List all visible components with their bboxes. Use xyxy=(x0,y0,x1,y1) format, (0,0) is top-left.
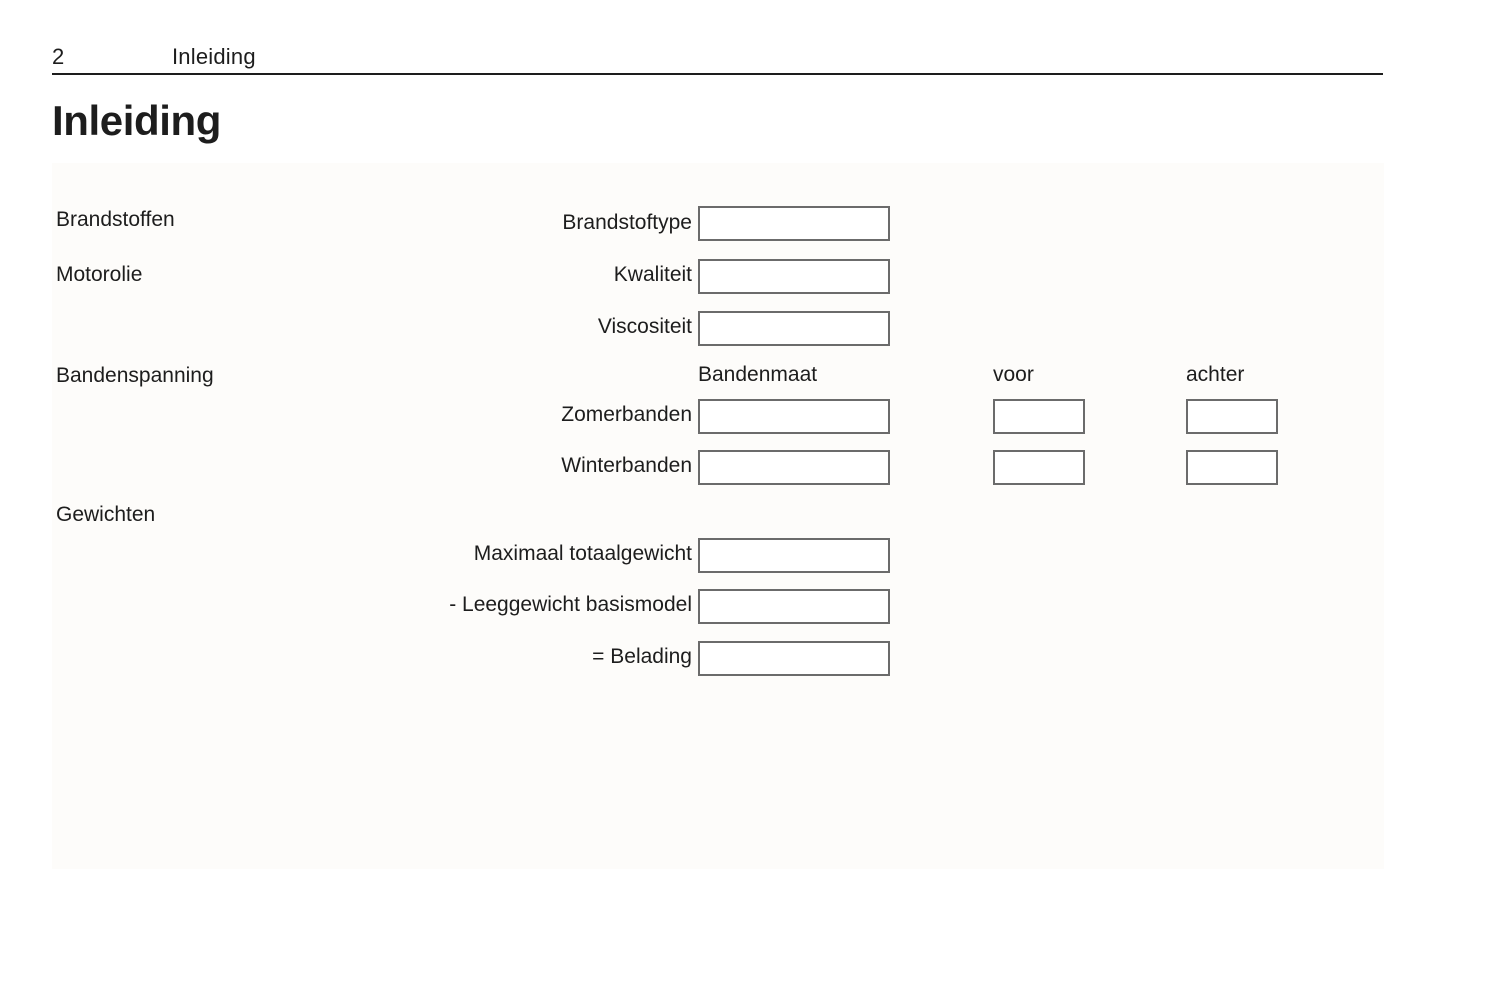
page-title: Inleiding xyxy=(52,97,222,144)
input-quality[interactable] xyxy=(698,259,890,294)
header-divider xyxy=(52,73,1383,75)
section-label-tyre-pressure: Bandenspanning xyxy=(56,364,214,387)
column-header-tyre-size: Bandenmaat xyxy=(698,363,818,386)
field-label-quality: Kwaliteit xyxy=(613,263,692,286)
page-number: 2 xyxy=(52,44,65,69)
input-winter-front-pressure[interactable] xyxy=(993,450,1085,485)
header-chapter-name: Inleiding xyxy=(172,44,256,69)
input-viscosity[interactable] xyxy=(698,311,890,346)
field-label-winter-tyres: Winterbanden xyxy=(561,454,692,477)
input-payload[interactable] xyxy=(698,641,890,676)
section-label-weights: Gewichten xyxy=(56,503,156,526)
input-summer-rear-pressure[interactable] xyxy=(1186,399,1278,434)
column-header-front: voor xyxy=(993,363,1034,386)
input-kerb-weight-base-model[interactable] xyxy=(698,589,890,624)
input-summer-front-pressure[interactable] xyxy=(993,399,1085,434)
section-label-fuels: Brandstoffen xyxy=(56,208,175,231)
field-label-summer-tyres: Zomerbanden xyxy=(561,403,692,426)
field-label-kerb-weight-base-model: - Leeggewicht basismodel xyxy=(449,593,692,616)
input-winter-rear-pressure[interactable] xyxy=(1186,450,1278,485)
field-label-fuel-type: Brandstoftype xyxy=(562,211,692,234)
field-label-max-total-weight: Maximaal totaalgewicht xyxy=(473,542,692,565)
form-panel: Brandstoffen Brandstoftype Motorolie Kwa… xyxy=(52,163,1384,869)
input-summer-tyre-size[interactable] xyxy=(698,399,890,434)
running-header: 2 Inleiding xyxy=(52,44,1383,74)
input-winter-tyre-size[interactable] xyxy=(698,450,890,485)
section-label-engine-oil: Motorolie xyxy=(56,263,143,286)
field-label-payload: = Belading xyxy=(592,645,692,668)
column-header-rear: achter xyxy=(1186,363,1245,386)
input-fuel-type[interactable] xyxy=(698,206,890,241)
field-label-viscosity: Viscositeit xyxy=(597,315,692,338)
input-max-total-weight[interactable] xyxy=(698,538,890,573)
